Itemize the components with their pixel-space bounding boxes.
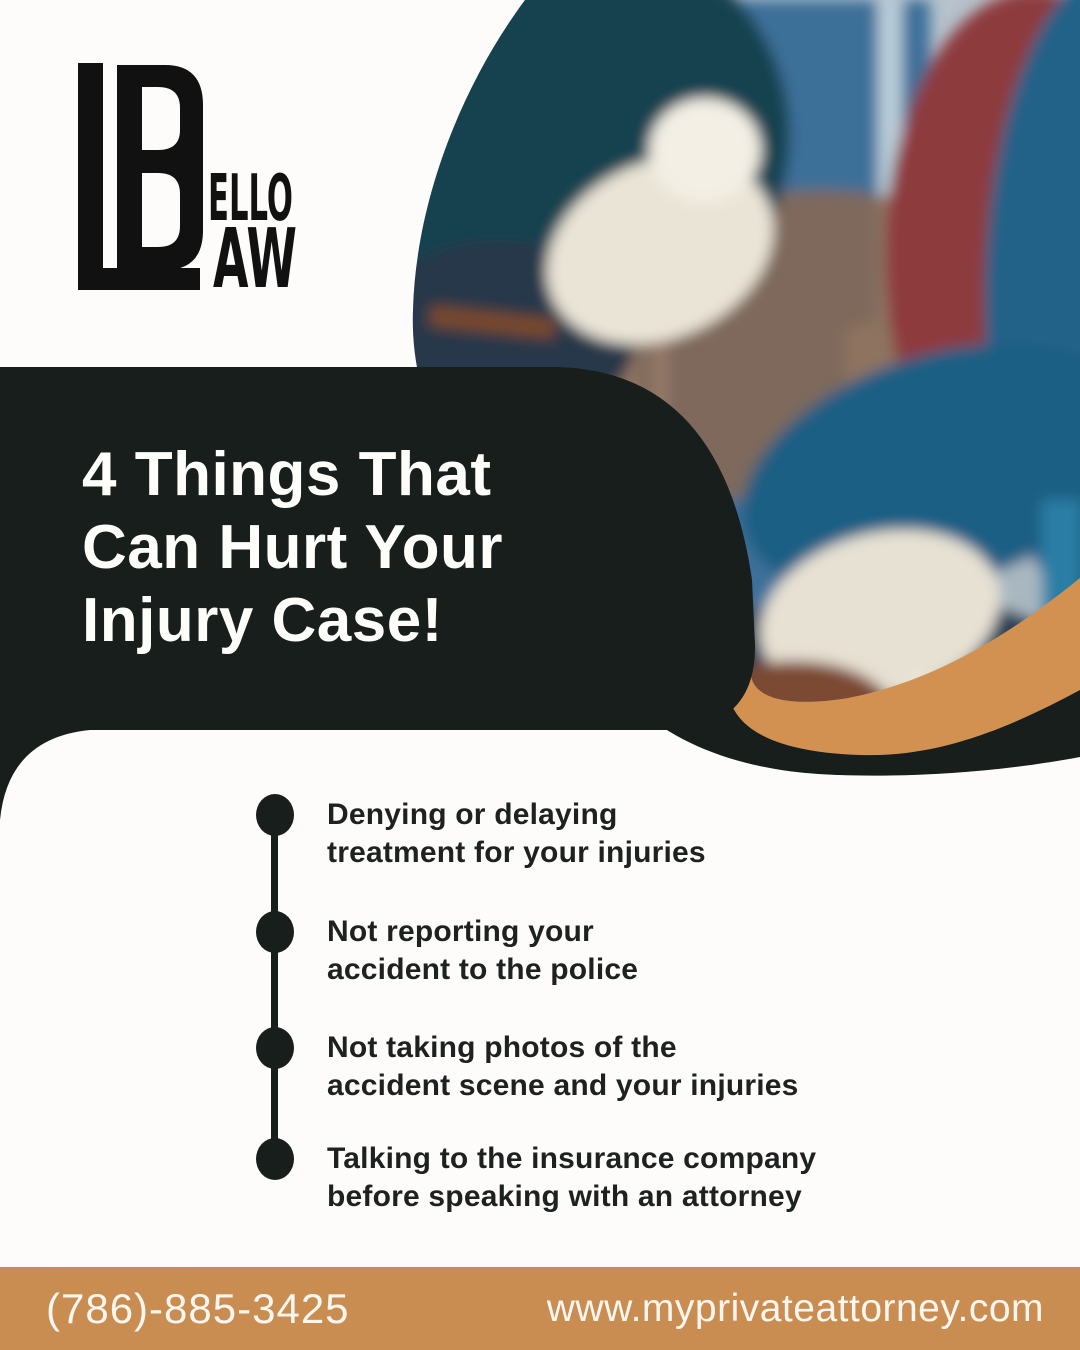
headline-line-2: Can Hurt Your — [82, 513, 504, 582]
list-item-1: Denying or delaying treatment for your i… — [327, 796, 887, 872]
timeline-dot-4 — [256, 1138, 294, 1180]
bello-law-logo: ELLO AW — [78, 63, 297, 295]
logo-word-ello: ELLO — [208, 162, 293, 236]
list-item-3-line-2: accident scene and your injuries — [327, 1069, 799, 1102]
list-item-1-line-2: treatment for your injuries — [327, 836, 706, 869]
timeline-dot-2 — [256, 911, 294, 953]
list-item-2: Not reporting your accident to the polic… — [327, 913, 887, 989]
list-item-4: Talking to the insurance company before … — [327, 1140, 887, 1216]
footer-website: www.myprivateattorney.com — [546, 1286, 1044, 1330]
list-item-4-line-1: Talking to the insurance company — [327, 1142, 817, 1175]
timeline-connector-line — [271, 815, 278, 1159]
hero-graphic — [0, 0, 1080, 820]
list-item-1-line-1: Denying or delaying — [327, 798, 618, 831]
footer-phone: (786)-885-3425 — [46, 1284, 350, 1332]
logo-word-aw: AW — [213, 212, 297, 295]
logo-letter-l-foot — [78, 268, 200, 290]
logo-letter-b-shape — [117, 65, 203, 270]
list-item-4-line-2: before speaking with an attorney — [327, 1180, 802, 1213]
timeline-dot-1 — [256, 794, 294, 836]
headline-line-3: Injury Case! — [82, 586, 443, 655]
logo-letter-l-stem — [78, 63, 103, 290]
list-item-3: Not taking photos of the accident scene … — [327, 1029, 887, 1105]
footer-bar: (786)-885-3425 www.myprivateattorney.com — [0, 1267, 1080, 1350]
timeline-dot-3 — [256, 1027, 294, 1069]
headline: 4 Things That Can Hurt Your Injury Case! — [82, 438, 702, 657]
headline-line-1: 4 Things That — [82, 440, 492, 509]
list-item-2-line-2: accident to the police — [327, 953, 639, 986]
list-item-2-line-1: Not reporting your — [327, 915, 594, 948]
headline-panel — [0, 367, 756, 820]
list-item-3-line-1: Not taking photos of the — [327, 1031, 677, 1064]
